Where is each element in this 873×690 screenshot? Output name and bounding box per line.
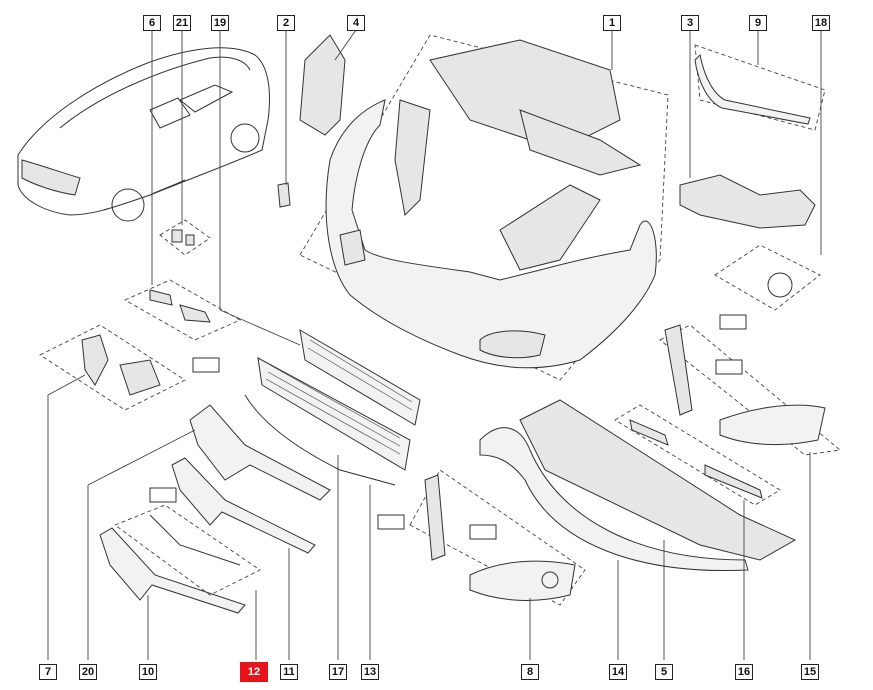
- callout-13[interactable]: 13: [361, 664, 379, 680]
- part-2-clip: [277, 182, 291, 208]
- part-13-chrome-strip: [244, 394, 396, 486]
- callout-9[interactable]: 9: [749, 15, 767, 31]
- part-8-fog-surround: [469, 560, 576, 601]
- callout-19[interactable]: 19: [211, 15, 229, 31]
- part-20-upper-grille: [189, 404, 331, 501]
- callout-7[interactable]: 7: [39, 664, 57, 680]
- callout-4[interactable]: 4: [347, 15, 365, 31]
- part-15-fog-cover: [719, 404, 826, 446]
- callout-11[interactable]: 11: [280, 664, 298, 680]
- callout-18[interactable]: 18: [812, 15, 830, 31]
- part-19-lower-grille: [299, 329, 421, 426]
- part-10-grille-trim: [99, 527, 246, 614]
- part-7-fog-bracket: [81, 334, 109, 386]
- callout-20[interactable]: 20: [79, 664, 97, 680]
- callout-6[interactable]: 6: [143, 15, 161, 31]
- part-17-grille: [257, 357, 411, 471]
- part-5-undertray: [519, 399, 797, 561]
- part-1-bumper-assembly: [299, 34, 669, 381]
- car-illustration: [17, 47, 270, 222]
- callout-10[interactable]: 10: [139, 664, 157, 680]
- part-11-grille-trim: [171, 457, 316, 554]
- part-21-clip: [171, 229, 183, 243]
- callout-5[interactable]: 5: [655, 664, 673, 680]
- callout-8[interactable]: 8: [521, 664, 539, 680]
- callout-2[interactable]: 2: [277, 15, 295, 31]
- callout-3[interactable]: 3: [681, 15, 699, 31]
- part-4-bracket: [299, 34, 346, 136]
- part-6-bracket: [149, 289, 173, 306]
- part-9-trim-strip: [694, 53, 811, 125]
- callout-12-highlighted[interactable]: 12: [240, 662, 268, 682]
- callout-17[interactable]: 17: [329, 664, 347, 680]
- callout-15[interactable]: 15: [801, 664, 819, 680]
- callout-21[interactable]: 21: [173, 15, 191, 31]
- callout-1[interactable]: 1: [603, 15, 621, 31]
- part-3-absorber: [679, 174, 816, 229]
- callout-14[interactable]: 14: [609, 664, 627, 680]
- part-14-lower-spoiler: [479, 427, 749, 572]
- callout-16[interactable]: 16: [735, 664, 753, 680]
- part-12-trim-group: [114, 504, 261, 596]
